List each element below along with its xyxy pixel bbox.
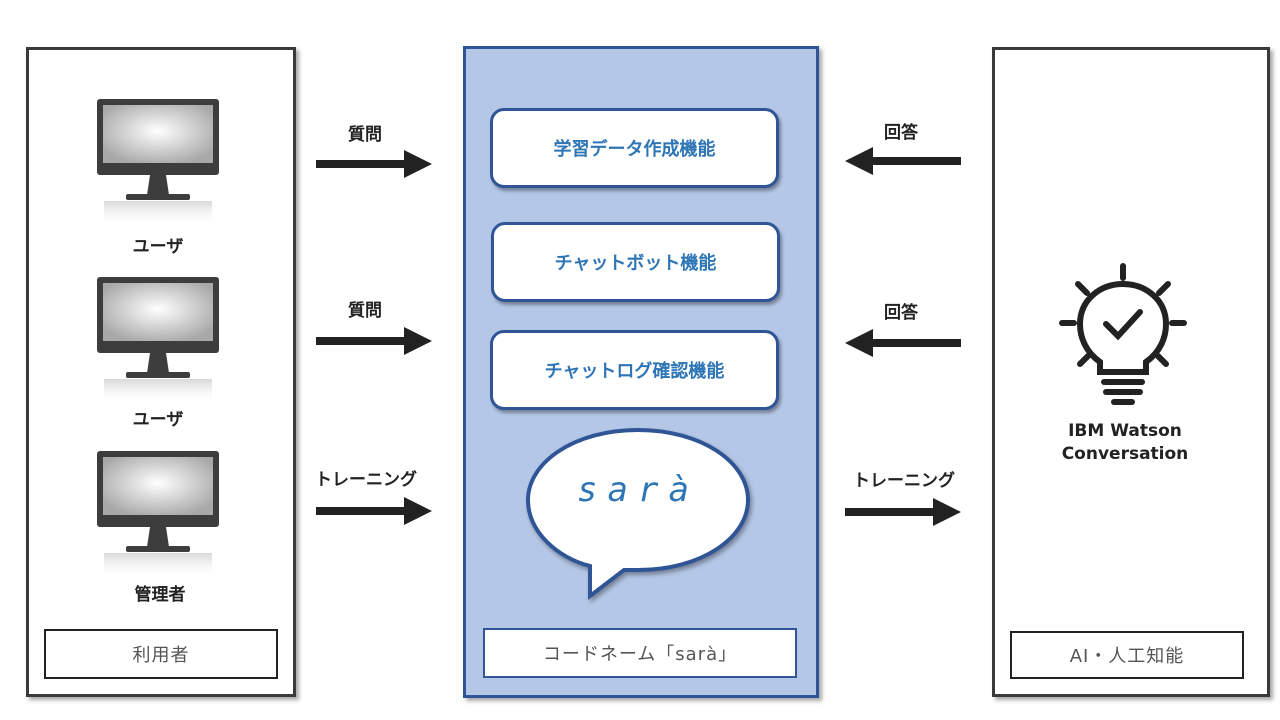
arrow-label-training-left: トレーニング [315, 470, 417, 490]
arrow-label-question-1: 質問 [348, 125, 382, 145]
ai-name-line1: IBM Watson [1068, 421, 1182, 441]
lightbulb-check-icon [1059, 263, 1187, 405]
device-label-user-1: ユーザ [132, 237, 184, 257]
arrow-left-icon [845, 147, 961, 175]
device-label-admin: 管理者 [134, 585, 186, 605]
feature-chatbot: チャットボット機能 [491, 222, 780, 302]
speech-bubble-icon [525, 427, 751, 601]
monitor-icon [97, 451, 219, 579]
arrow-label-question-2: 質問 [348, 301, 382, 321]
users-footer-label: 利用者 [44, 629, 278, 679]
sara-footer-label: コードネーム「sarà」 [483, 628, 797, 678]
monitor-icon [97, 99, 219, 227]
monitor-icon [97, 277, 219, 405]
arrow-right-icon [316, 150, 432, 178]
ai-footer-label: AI・人工知能 [1010, 631, 1244, 679]
arrow-left-icon [845, 329, 961, 357]
arrow-right-icon [845, 498, 961, 526]
arrow-label-training-right: トレーニング [853, 471, 955, 491]
arrow-label-answer-2: 回答 [884, 303, 918, 323]
device-label-user-2: ユーザ [132, 410, 184, 430]
arrow-right-icon [316, 327, 432, 355]
arrow-label-answer-1: 回答 [884, 123, 918, 143]
ai-name-line2: Conversation [1061, 444, 1189, 464]
feature-training-data: 学習データ作成機能 [490, 108, 779, 188]
feature-chatlog: チャットログ確認機能 [490, 330, 779, 410]
ai-name: IBM Watson Conversation [1025, 420, 1225, 466]
arrow-right-icon [316, 497, 432, 525]
sara-logo-text: sarà [577, 470, 699, 510]
